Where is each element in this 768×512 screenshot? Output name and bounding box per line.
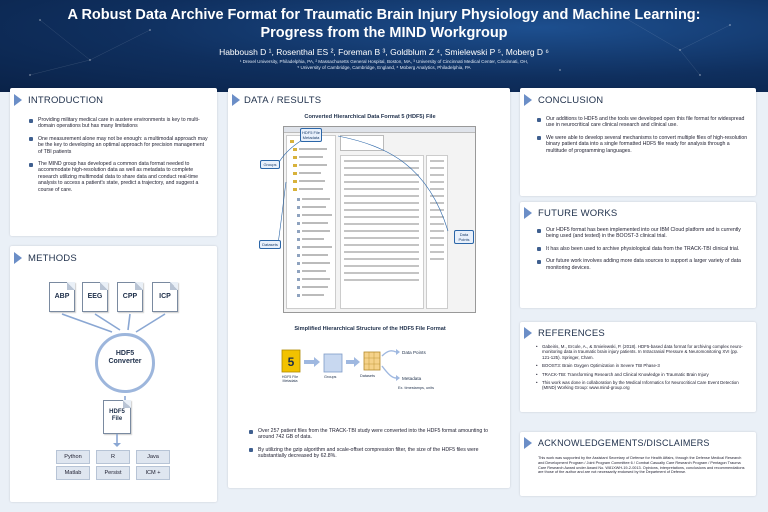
- callout-data-points: Data Points: [454, 230, 474, 244]
- language-r: R: [96, 450, 130, 464]
- diagram-metadata-label: Metadata: [402, 376, 422, 381]
- file-icon-abp: ABP: [49, 282, 75, 312]
- references-panel: [520, 322, 756, 412]
- references-title: REFERENCES: [538, 328, 605, 339]
- file-icon-eeg: EEG: [82, 282, 108, 312]
- conclusion-bullets: Our additions to HDF5 and the tools we d…: [536, 116, 748, 160]
- acknowledgements-text: This work was supported by the Assistant…: [538, 456, 745, 475]
- hierarchy-diagram: 5: [281, 349, 400, 381]
- methods-title: METHODS: [28, 253, 77, 264]
- list-item: By utilizing the gzip algorithm and scal…: [248, 447, 490, 460]
- introduction-panel: [10, 88, 217, 236]
- poster-header: A Robust Data Archive Format for Traumat…: [0, 0, 768, 92]
- network-background: [29, 14, 731, 76]
- author-list: Habboush D ¹, Rosenthal ES ², Foreman B …: [219, 47, 549, 57]
- diagram-groups-label: Groups: [324, 375, 337, 379]
- acknowledgements-title: ACKNOWLEDGEMENTS/DISCLAIMERS: [538, 438, 710, 448]
- language-persist: Persist: [96, 466, 130, 480]
- results-bullets: Over 257 patient files from the TRACK-TB…: [248, 428, 490, 466]
- figure1-caption: Converted Hierarchical Data Format 5 (HD…: [304, 114, 436, 120]
- reference-item: •This work was done in collaboration by …: [536, 380, 739, 391]
- file-icon-cpp: CPP: [117, 282, 143, 312]
- conclusion-title: CONCLUSION: [538, 95, 604, 106]
- section-chevron-icon: [524, 327, 532, 339]
- section-chevron-icon: [14, 252, 22, 264]
- list-item: Our HDF5 format has been implemented int…: [536, 227, 748, 240]
- poster-title: A Robust Data Archive Format for Traumat…: [67, 7, 701, 41]
- language-python: Python: [56, 450, 90, 464]
- future-works-bullets: Our HDF5 format has been implemented int…: [536, 227, 748, 277]
- converter-label: HDF5 Converter: [108, 350, 142, 365]
- diagram-datasets-label: Datasets: [360, 374, 375, 378]
- language-java: Java: [136, 450, 170, 464]
- references-list: •Gabeiris, M., Ercole, A., & Smielewski,…: [536, 344, 748, 391]
- results-title: DATA / RESULTS: [244, 95, 322, 106]
- figure2-caption: Simplified Hierarchical Structure of the…: [294, 326, 446, 332]
- acknowledgements-panel: [520, 432, 756, 496]
- list-item: We were able to develop several mechanis…: [536, 135, 748, 154]
- list-item: The MIND group has developed a common da…: [28, 161, 208, 193]
- svg-text:5: 5: [288, 355, 295, 369]
- callout-groups: Groups: [260, 160, 280, 169]
- section-chevron-icon: [14, 94, 22, 106]
- reference-item: •TRACK-TBI: Transforming Research and Cl…: [536, 371, 709, 377]
- viewer-table: [340, 155, 424, 309]
- diagram-file-label: HDF5 File Metadata: [281, 375, 299, 384]
- viewer-tree: [286, 135, 336, 309]
- section-chevron-icon: [524, 207, 532, 219]
- callout-datasets: Datasets: [259, 240, 281, 249]
- list-item: Our additions to HDF5 and the tools we d…: [536, 116, 748, 129]
- future-works-title: FUTURE WORKS: [538, 208, 618, 219]
- list-item: Over 257 patient files from the TRACK-TB…: [248, 428, 490, 441]
- viewer-toolbar: [284, 127, 475, 133]
- section-chevron-icon: [524, 437, 532, 449]
- section-chevron-icon: [232, 94, 240, 106]
- output-arrow: [113, 434, 121, 447]
- conclusion-panel: [520, 88, 756, 196]
- file-icon-icp: ICP: [152, 282, 178, 312]
- future-works-panel: [520, 202, 756, 308]
- section-chevron-icon: [524, 94, 532, 106]
- list-item: Our future work involves adding more dat…: [536, 258, 748, 271]
- diagram-data-points-label: Data Points: [402, 350, 426, 355]
- introduction-bullets: Providing military medical care in auste…: [28, 117, 208, 199]
- reference-item: •BOOST3: Brain Oxygen Optimization in Se…: [536, 363, 660, 369]
- callout-connectors: [277, 131, 449, 245]
- introduction-title: INTRODUCTION: [28, 95, 104, 106]
- output-file-label: HDF5 File: [109, 409, 125, 422]
- diagram-metadata-sub: Ex. timestamps, units: [398, 386, 435, 390]
- affiliations: ¹ Drexel University, Philadelphia, PA, ²…: [239, 59, 529, 70]
- list-item: One measurement alone may not be enough:…: [28, 136, 208, 155]
- hdf5-file-icon: [103, 400, 131, 434]
- converter-cycle-icon: [95, 333, 155, 393]
- callout-file-metadata: HDF5 File Metadata: [300, 128, 322, 142]
- list-item: Providing military medical care in auste…: [28, 117, 208, 130]
- list-item: It has also been used to archive physiol…: [536, 246, 748, 252]
- reference-item: •Gabeiris, M., Ercole, A., & Smielewski,…: [536, 344, 743, 360]
- language-icm: ICM +: [136, 466, 170, 480]
- language-matlab: Matlab: [56, 466, 90, 480]
